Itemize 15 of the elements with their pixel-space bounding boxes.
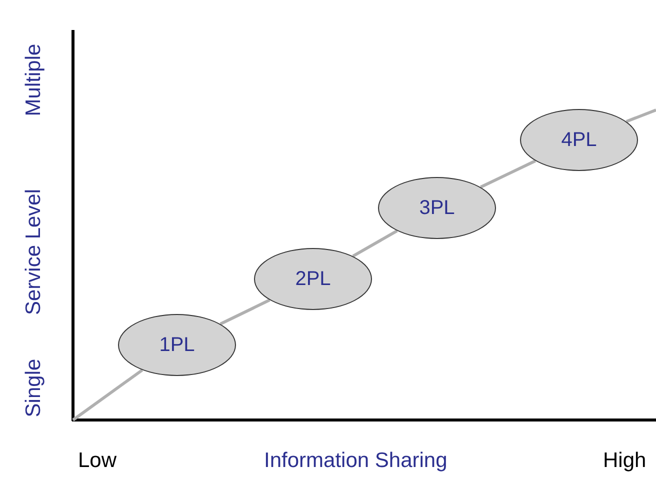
x-axis-max-label: High <box>603 449 646 473</box>
connector-line <box>480 160 536 188</box>
connector-line <box>72 368 144 422</box>
y-axis-max-label: Multiple <box>22 44 46 116</box>
y-axis-title: Service Level <box>22 188 46 316</box>
node-label: 4PL <box>561 128 597 152</box>
node-label: 2PL <box>295 268 331 290</box>
connector-line <box>220 298 270 326</box>
connector-line <box>626 108 656 123</box>
node-label: 3PL <box>419 196 455 220</box>
x-axis-min-label: Low <box>78 449 117 473</box>
x-axis-title: Information Sharing <box>264 449 448 473</box>
node-label: 1PL <box>159 334 195 356</box>
y-axis-min-label: Single <box>22 358 46 418</box>
connector-line <box>352 230 398 258</box>
